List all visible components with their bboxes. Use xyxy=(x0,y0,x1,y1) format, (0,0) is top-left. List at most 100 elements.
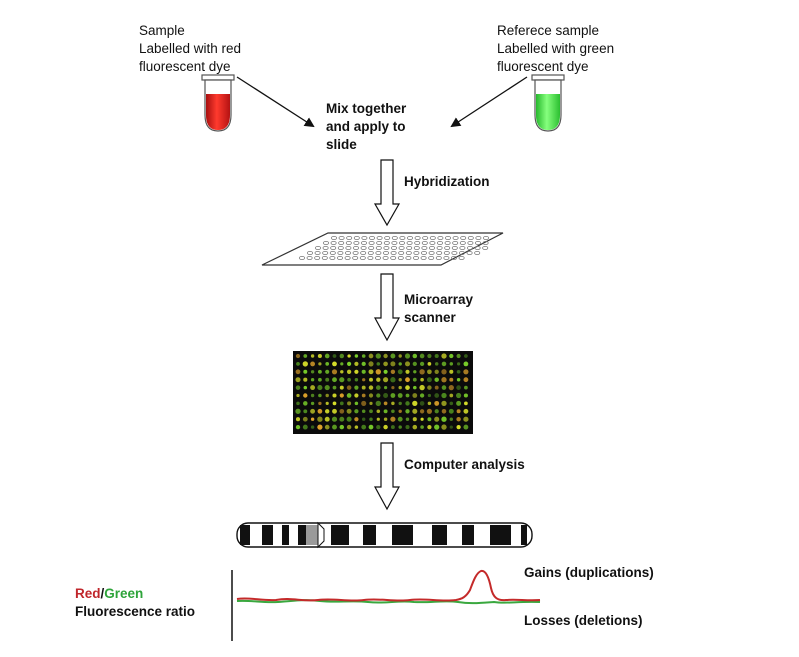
array-spot xyxy=(332,401,337,406)
array-spot xyxy=(383,401,388,406)
array-spot xyxy=(368,385,374,390)
array-spot xyxy=(354,425,359,429)
slide-spot xyxy=(329,255,336,260)
sample-label-line-3: fluorescent dye xyxy=(139,59,231,74)
array-spot xyxy=(354,393,359,398)
array-spot xyxy=(390,425,395,430)
array-spot xyxy=(405,417,410,421)
array-spot xyxy=(303,377,308,382)
array-spot xyxy=(361,409,366,414)
losses-label: Losses (deletions) xyxy=(524,613,643,628)
array-spot xyxy=(324,353,330,359)
slide-spot xyxy=(435,255,442,260)
array-spot xyxy=(332,361,337,367)
slide-spot xyxy=(436,250,443,255)
array-spot xyxy=(347,354,351,358)
array-spot xyxy=(427,417,432,422)
array-spot xyxy=(413,385,417,390)
array-spot xyxy=(317,408,323,414)
slide-spot xyxy=(359,255,366,260)
array-spot xyxy=(324,416,330,422)
array-spot xyxy=(317,353,322,359)
array-spot xyxy=(449,369,454,374)
array-spot xyxy=(434,385,439,390)
array-spot xyxy=(296,362,300,366)
array-spot xyxy=(295,408,301,414)
slide-spot xyxy=(398,250,405,255)
array-spot xyxy=(404,361,411,367)
array-spot xyxy=(325,362,330,366)
slide-spot xyxy=(352,255,359,260)
array-spot xyxy=(391,386,395,390)
array-spot xyxy=(398,354,402,358)
slide-spot xyxy=(405,250,412,255)
array-spot xyxy=(354,354,359,358)
array-spot xyxy=(449,425,453,429)
array-spot xyxy=(376,409,381,414)
mix-label-line-2: and apply to xyxy=(326,119,406,134)
array-spot xyxy=(325,377,330,382)
slide-spot xyxy=(437,235,444,240)
array-spot xyxy=(310,408,316,414)
array-spot xyxy=(368,369,374,375)
array-spot xyxy=(339,408,345,414)
slide-spot xyxy=(399,235,406,240)
slide-spot xyxy=(375,245,382,250)
array-spot xyxy=(405,393,410,398)
slide-spot xyxy=(376,240,383,245)
slide-spot xyxy=(482,240,489,245)
slide-spot xyxy=(391,235,398,240)
array-spot xyxy=(375,385,381,390)
array-spot xyxy=(325,401,329,405)
array-spot xyxy=(390,353,396,359)
array-spot xyxy=(464,385,468,390)
array-spot xyxy=(362,417,366,421)
array-spot xyxy=(376,377,381,382)
array-spot xyxy=(310,361,316,367)
slide-spot xyxy=(452,240,459,245)
array-spot xyxy=(434,353,439,359)
array-spot xyxy=(346,408,352,414)
array-spot xyxy=(383,393,389,398)
slide-spot xyxy=(360,240,367,245)
array-spot xyxy=(354,369,359,374)
array-spot xyxy=(310,401,315,406)
array-spot xyxy=(325,369,330,374)
slide-spot xyxy=(383,245,390,250)
array-spot xyxy=(427,401,432,406)
slide-spot xyxy=(452,235,459,240)
array-spot xyxy=(310,370,315,374)
slide-spot xyxy=(413,245,420,250)
slide-spot xyxy=(466,245,473,250)
slide-spot xyxy=(314,255,321,260)
slide-spot xyxy=(467,235,474,240)
slide-spot xyxy=(475,235,482,240)
array-spot xyxy=(456,385,461,390)
slide-spot xyxy=(420,255,427,260)
slide-spot xyxy=(474,250,481,255)
slide-spot xyxy=(368,240,375,245)
slide-spot xyxy=(390,245,397,250)
array-spot xyxy=(310,354,315,358)
array-spot xyxy=(303,393,308,398)
array-spot xyxy=(427,393,432,398)
array-spot xyxy=(441,385,447,390)
array-spot xyxy=(420,377,424,382)
array-spot xyxy=(354,377,359,382)
array-spot xyxy=(375,369,381,375)
slide-spot xyxy=(459,245,466,250)
array-spot xyxy=(339,353,345,359)
array-spot xyxy=(405,401,410,406)
array-spot xyxy=(302,424,308,430)
array-spot xyxy=(441,416,447,422)
slide-spot xyxy=(414,240,421,245)
array-spot xyxy=(441,361,447,367)
slide-spot xyxy=(443,255,450,260)
array-spot xyxy=(383,377,389,383)
reference-to-mix-arrow xyxy=(450,76,528,128)
slide-spot xyxy=(306,250,313,255)
array-spot xyxy=(412,424,418,430)
array-spot xyxy=(419,409,425,414)
array-spot xyxy=(463,377,469,383)
